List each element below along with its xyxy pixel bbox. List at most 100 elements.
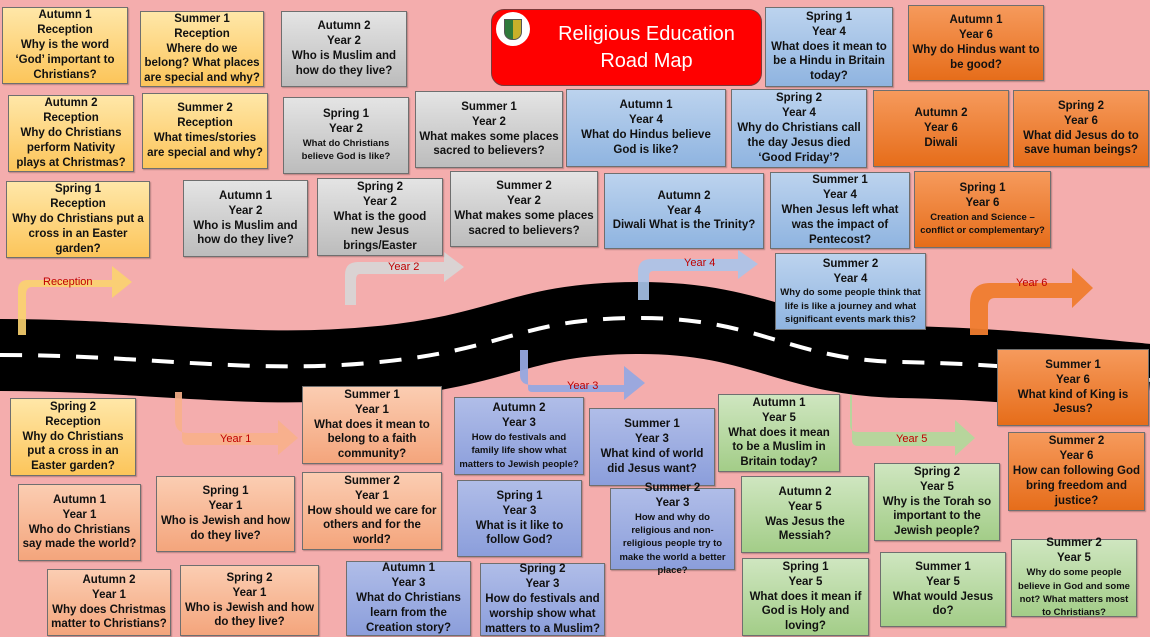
card-question: How should we care for others and for th… <box>307 504 437 547</box>
roadmap-card: Summer 2 Year 3 How and why do religious a… <box>610 482 735 576</box>
card-question: Why do Christians put a cross in an East… <box>12 213 144 255</box>
card-term: Autumn 1 <box>752 396 806 409</box>
card-term: Summer 2 <box>496 180 552 193</box>
roadmap-card: Spring 2 Year 1 Who is Jewish and how do t… <box>180 565 319 636</box>
card-year: Year 6 <box>965 197 1000 210</box>
card-question: What do Christians believe God is like? <box>301 138 391 163</box>
arrow-year5 <box>850 395 975 456</box>
card-term: Autumn 2 <box>82 573 136 586</box>
card-question: Who is Jewish and how do they live? <box>160 515 291 542</box>
card-question: Why do Christians put a cross in an East… <box>22 430 124 473</box>
card-question: Why do some people believe in God and so… <box>1018 567 1130 619</box>
road-center-line <box>0 315 1150 382</box>
card-question: Was Jesus the Messiah? <box>765 515 845 543</box>
card-year: Year 3 <box>655 496 690 509</box>
card-year: Year 1 <box>355 489 389 502</box>
card-term: Autumn 2 <box>778 485 832 498</box>
card-term: Spring 1 <box>805 10 852 23</box>
card-year: Year 2 <box>472 115 506 128</box>
card-question: What does it mean if God is Holy and lov… <box>749 590 862 633</box>
roadmap-card: Autumn 1 Year 1 Who do Christians say made… <box>18 484 141 561</box>
card-year: Year 4 <box>629 114 663 127</box>
card-question: What do Christians learn from the Creati… <box>356 592 461 634</box>
card-term: Spring 2 <box>913 465 960 478</box>
card-term: Autumn 1 <box>949 14 1003 27</box>
card-question: Why is the word ‘God’ important to Chris… <box>15 39 115 81</box>
roadmap-card: Spring 1 Year 1 Who is Jewish and how do t… <box>156 476 295 552</box>
card-year: Year 1 <box>208 500 243 513</box>
card-term: Summer 2 <box>644 481 701 494</box>
card-question: Why do Christians call the day Jesus die… <box>737 122 861 164</box>
card-question: Diwali What is the Trinity? <box>612 219 756 232</box>
card-term: Summer 1 <box>624 418 680 431</box>
card-term: Summer 1 <box>915 560 971 573</box>
card-question: What did Jesus do to save human beings? <box>1023 129 1139 157</box>
card-term: Summer 1 <box>1045 358 1101 371</box>
card-question: How and why do religious and non-religio… <box>619 511 726 576</box>
card-year: Year 4 <box>833 272 868 285</box>
card-year: Year 5 <box>762 411 796 424</box>
card-year: Year 1 <box>232 586 267 599</box>
card-term: Autumn 1 <box>619 99 673 112</box>
arrow-label-year1: Year 1 <box>220 433 252 445</box>
card-term: Autumn 1 <box>218 189 273 202</box>
card-question: What kind of world did Jesus want? <box>600 448 704 475</box>
card-question: Who do Christians say made the world? <box>22 523 137 551</box>
card-question: What is the good new Jesus brings/Easter <box>333 210 427 253</box>
card-term: Spring 2 <box>226 571 273 584</box>
arrow-year4 <box>638 250 758 300</box>
card-term: Spring 1 <box>959 182 1006 195</box>
card-term: Autumn 2 <box>44 97 98 110</box>
card-term: Autumn 1 <box>38 9 92 22</box>
roadmap-card: Autumn 2 Year 5 Was Jesus the Messiah? <box>741 476 869 553</box>
card-question: Who is Muslim and how do they live? <box>291 50 397 77</box>
card-term: Spring 1 <box>496 489 543 502</box>
card-question: What does it mean to be a Muslim in Brit… <box>728 426 830 469</box>
card-year: Year 6 <box>1059 450 1094 463</box>
arrow-reception <box>18 266 132 335</box>
card-year: Year 5 <box>788 500 822 513</box>
card-question: Why do Christians perform Nativity plays… <box>16 127 126 169</box>
card-year: Year 3 <box>502 417 536 430</box>
roadmap-card: Spring 1 Year 6 Creation and Science – con… <box>914 171 1051 248</box>
card-term: Spring 2 <box>49 400 96 413</box>
arrow-year2 <box>345 252 464 305</box>
card-question: Creation and Science – conflict or compl… <box>920 212 1045 237</box>
card-term: Autumn 1 <box>52 493 107 506</box>
card-question: What times/stories are special and why? <box>147 132 263 159</box>
card-question: Why do some people think that life is li… <box>780 287 921 326</box>
card-term: Spring 1 <box>202 485 249 498</box>
card-term: Spring 2 <box>519 563 566 576</box>
card-year: Year 5 <box>788 575 823 588</box>
card-term: Summer 2 <box>1048 435 1105 448</box>
card-year: Year 3 <box>635 433 669 446</box>
card-term: Summer 2 <box>177 102 233 115</box>
card-question: What is it like to follow God? <box>475 519 564 547</box>
card-year: Year 2 <box>363 195 397 208</box>
card-question: Where do we belong? What places are spec… <box>144 42 260 85</box>
card-question: What would Jesus do? <box>892 590 994 618</box>
card-question: Who is Jewish and how do they live? <box>184 601 315 629</box>
card-term: Spring 1 <box>54 183 101 196</box>
card-year: Year 1 <box>62 508 97 521</box>
card-question: How can following God bring freedom and … <box>1012 465 1141 507</box>
card-year: Year 6 <box>924 122 958 135</box>
